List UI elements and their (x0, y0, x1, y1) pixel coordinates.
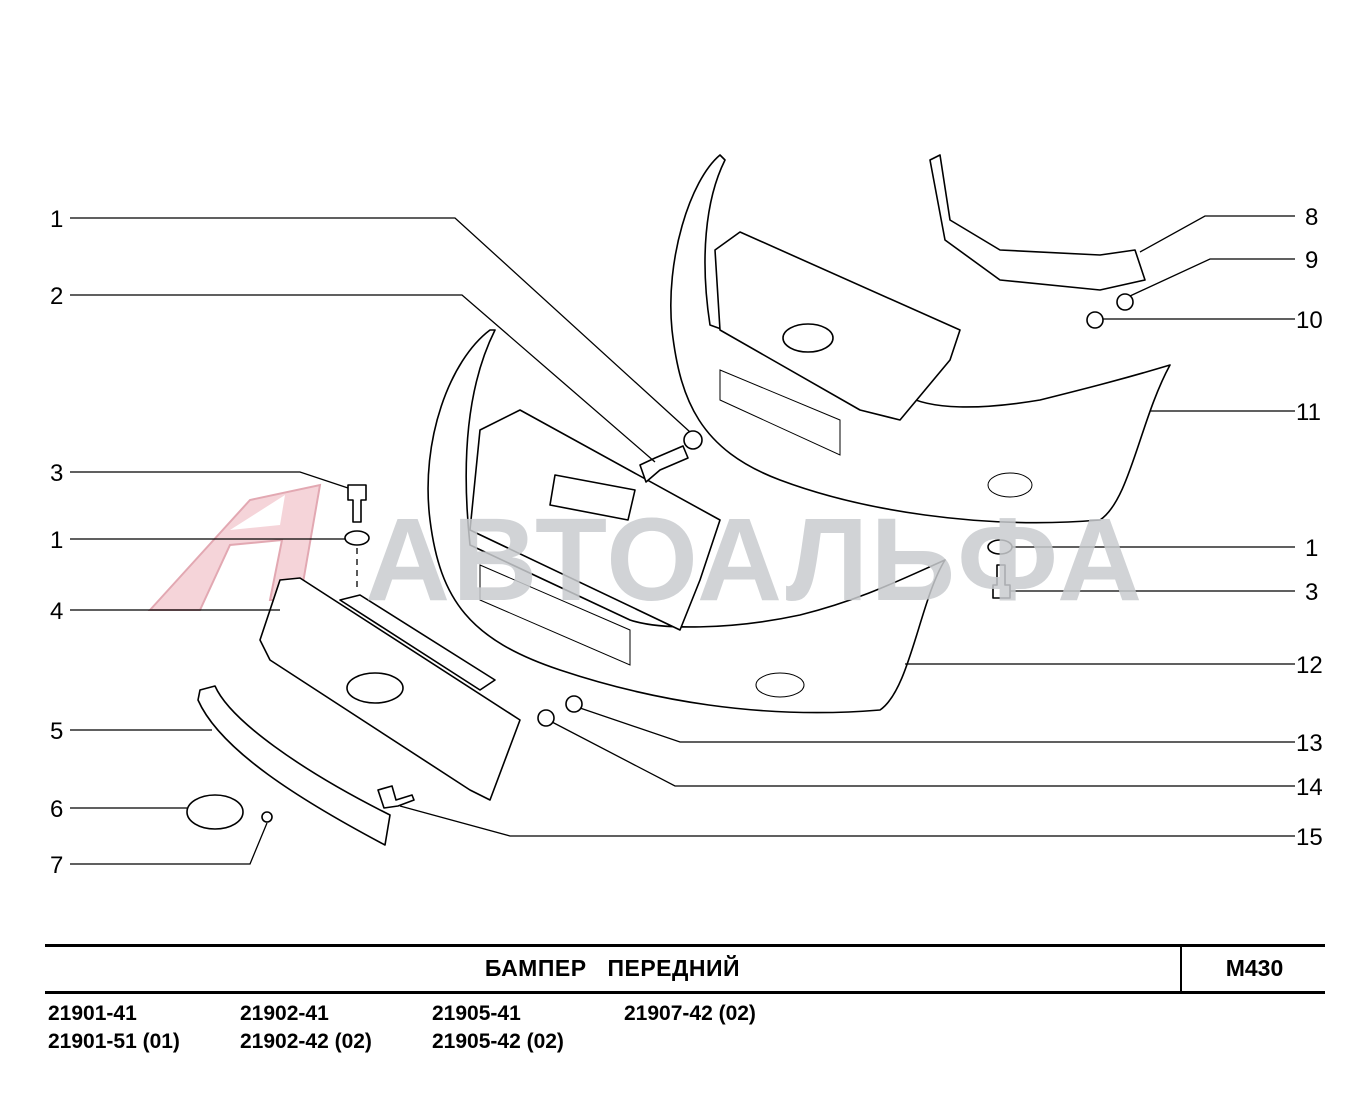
callout-label: 6 (50, 796, 63, 823)
nut-7 (261, 811, 273, 823)
clip-14 (537, 709, 555, 727)
callout-label: 10 (1296, 307, 1323, 334)
callouts-left: 1 2 3 1 4 5 6 7 (50, 206, 63, 879)
callout-label: 8 (1305, 204, 1318, 231)
callout-label: 1 (50, 527, 63, 554)
clip-1-top (683, 430, 703, 450)
bumper-12 (427, 329, 946, 714)
nut-13 (565, 695, 583, 713)
diagram-title: БАМПЕР ПЕРЕДНИЙ (484, 955, 741, 981)
model-code: 21907-42 (02) (624, 1002, 756, 1025)
model-code: 21905-42 (02) (432, 1030, 564, 1053)
model-code: 21905-41 (432, 1002, 521, 1025)
model-code: 21901-51 (01) (48, 1030, 180, 1053)
watermark-logo (147, 483, 322, 611)
watermark-text: АВТОАЛЬФА (365, 494, 1144, 626)
title-block: БАМПЕР ПЕРЕДНИЙ M430 (45, 944, 1325, 994)
callout-label: 3 (1305, 579, 1318, 606)
callout-label: 7 (50, 852, 63, 879)
bolt-3-right (992, 564, 1011, 599)
callout-label: 1 (50, 206, 63, 233)
bolt-2 (639, 445, 689, 483)
callout-label: 2 (50, 283, 63, 310)
clip-1-left (344, 530, 370, 546)
screw-15 (377, 785, 415, 809)
callout-label: 11 (1296, 399, 1321, 426)
emblem-6 (186, 794, 244, 830)
washer-9 (1116, 293, 1134, 311)
parts-diagram: 1 2 3 1 4 5 6 7 8 9 10 11 1 3 12 13 14 1… (50, 154, 1323, 879)
bracket-8 (929, 154, 1146, 291)
callout-label: 9 (1305, 247, 1318, 274)
bumper-assembly-11 (670, 154, 1171, 524)
model-code: 21902-41 (240, 1002, 329, 1025)
callout-label: 1 (1305, 535, 1318, 562)
trim-5 (197, 685, 391, 846)
grille-4 (259, 577, 521, 801)
code-cell: M430 (1180, 947, 1327, 991)
callout-label: 12 (1296, 652, 1323, 679)
callout-label: 15 (1296, 824, 1323, 851)
nut-10 (1086, 311, 1104, 329)
leader-lines (70, 215, 1295, 865)
callout-label: 5 (50, 718, 63, 745)
callout-label: 4 (50, 598, 63, 625)
model-code: 21901-41 (48, 1002, 137, 1025)
callouts-right: 8 9 10 11 1 3 12 13 14 15 (1296, 204, 1323, 851)
bolt-3-left (347, 484, 367, 523)
callout-label: 14 (1296, 774, 1323, 801)
callout-label: 13 (1296, 730, 1323, 757)
diagram-code: M430 (1225, 955, 1284, 981)
model-code: 21902-42 (02) (240, 1030, 372, 1053)
callout-label: 3 (50, 460, 63, 487)
